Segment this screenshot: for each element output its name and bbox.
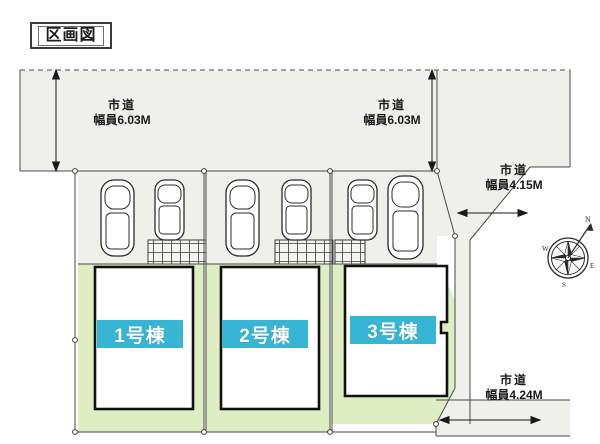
paved-tile-patch-1 xyxy=(147,239,207,265)
dimension-arrows xyxy=(51,68,542,425)
compass-label-east: E xyxy=(590,262,594,270)
car-1b xyxy=(154,179,185,241)
dimension-road-south-east xyxy=(438,415,542,425)
car-2b xyxy=(281,179,312,241)
road-area-south-east xyxy=(436,400,570,436)
car-2a xyxy=(225,179,260,257)
paved-tile-patches xyxy=(147,239,366,265)
paved-tile-patch-3 xyxy=(334,239,366,265)
figure-title-box: 区画図 xyxy=(30,22,112,49)
compass-label-west: W xyxy=(542,245,549,253)
parked-cars xyxy=(100,175,424,260)
boundary-corner-markers xyxy=(72,168,458,435)
compass-rose-icon: N W E S xyxy=(542,215,594,289)
boundary-lines xyxy=(19,69,571,437)
dimension-road-east xyxy=(456,208,529,218)
compass-label-south: S xyxy=(562,281,566,289)
dimension-road-north-east xyxy=(427,68,437,173)
page-title: 区画図 xyxy=(38,25,104,46)
car-3b xyxy=(387,175,424,260)
car-3a xyxy=(347,179,378,241)
road-area-north xyxy=(20,70,437,171)
compass-label-north: N xyxy=(585,215,591,224)
car-1a xyxy=(100,179,135,257)
building-tag-plates xyxy=(97,316,436,348)
paved-tile-patch-2 xyxy=(274,239,334,265)
dimension-road-north-west xyxy=(51,68,61,173)
